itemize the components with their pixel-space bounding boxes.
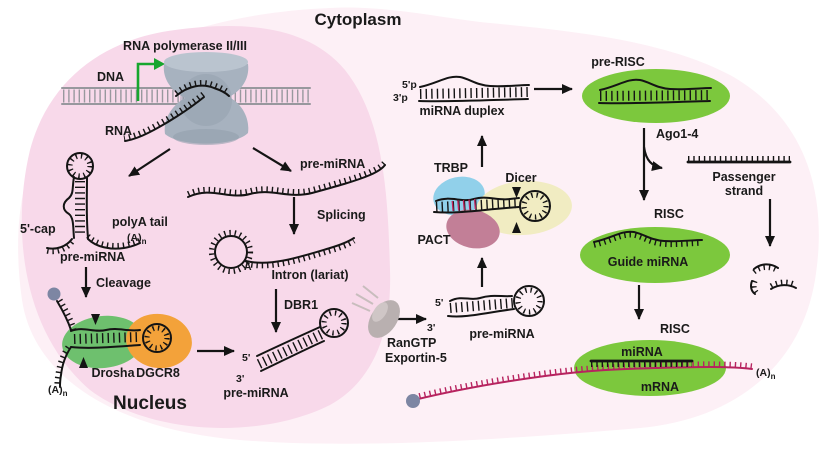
- degraded-fragments: [750, 263, 798, 297]
- hybrid-strand: [174, 80, 231, 97]
- dgcr8-label: DGCR8: [136, 366, 180, 380]
- polya-n-label: (A)n: [127, 232, 147, 246]
- pre-risc-label: pre-RISC: [591, 55, 644, 69]
- rna-label: RNA: [105, 124, 132, 138]
- mrna-polya-label: (A)n: [756, 367, 776, 381]
- ago-label: Ago1-4: [656, 127, 698, 141]
- nuclear-hairpin-three-label: 3': [236, 373, 244, 385]
- splicing-label: Splicing: [317, 208, 366, 222]
- cleavage-label: Cleavage: [96, 276, 151, 290]
- risc-upper-label: RISC: [654, 207, 684, 221]
- cytoplasmic-pre-mirna-hairpin: [447, 285, 545, 318]
- pri-mirna-hairpin: [46, 152, 142, 255]
- cyto-hairpin-five-label: 5': [435, 297, 443, 309]
- mrna-label: mRNA: [641, 380, 679, 394]
- intron-lariat: [208, 229, 356, 275]
- exportin5-capsule: [351, 285, 400, 338]
- drosha-label: Drosha: [91, 366, 135, 380]
- dicer-cut-top-icon: [512, 187, 521, 198]
- arrow-to-pri-mirna: [128, 148, 171, 177]
- nascent-rna-strand: [123, 91, 205, 142]
- passenger-strand: [686, 155, 792, 164]
- mrna-strand: [413, 361, 753, 401]
- exportin5-label: Exportin-5: [385, 351, 447, 365]
- dicer-label: Dicer: [505, 171, 536, 185]
- polya-n-label-2: (A)n: [48, 384, 68, 398]
- mirna-label: miRNA: [621, 345, 663, 359]
- pre-risc-duplex: [598, 78, 712, 105]
- passenger-label-line1: Passenger: [712, 170, 775, 184]
- duplex-three-p-label: 3'p: [393, 92, 408, 104]
- mirna-in-risc-strand: [589, 359, 694, 368]
- cytoplasm-title: Cytoplasm: [315, 10, 402, 29]
- labels: Cytoplasm RNA polymerase II/III DNA RNA …: [20, 10, 776, 414]
- transcript-strand: [186, 160, 388, 198]
- five-cap-circle-2: [47, 287, 61, 301]
- pact-label: PACT: [417, 233, 450, 247]
- pri-mirna-label: pre-miRNA: [60, 250, 125, 264]
- trbp-label: TRBP: [434, 161, 468, 175]
- branch-point-label: A: [244, 261, 252, 273]
- dna-label: DNA: [97, 70, 124, 84]
- mirna-duplex-label: miRNA duplex: [420, 104, 505, 118]
- dicer-cut-bottom-icon: [512, 222, 521, 233]
- dbr1-label: DBR1: [284, 298, 318, 312]
- guide-strand: [593, 230, 703, 248]
- pre-risc-blob: [582, 69, 730, 123]
- dgcr8-blob: [126, 313, 192, 369]
- passenger-label-line2: strand: [725, 184, 763, 198]
- nuclear-pre-mirna-hairpin: [256, 308, 349, 372]
- nuclear-pre-mirna-label: pre-miRNA: [223, 386, 288, 400]
- transcript-label: pre-miRNA: [300, 157, 365, 171]
- duplex-five-p-label: 5'p: [402, 79, 417, 91]
- five-cap-label: 5'-cap: [20, 222, 56, 236]
- passenger-eject-arrow: [642, 146, 663, 171]
- cleavage-site-bottom-icon: [79, 357, 88, 368]
- rangtp-label: RanGTP: [387, 336, 436, 350]
- intron-lariat-label: Intron (lariat): [271, 268, 348, 282]
- polya-tail-label: polyA tail: [112, 215, 168, 229]
- rna-polymerase-label: RNA polymerase II/III: [123, 39, 247, 53]
- mrna-cap-circle: [406, 394, 420, 408]
- cyto-pre-mirna-label: pre-miRNA: [469, 327, 534, 341]
- trbp-blob: [433, 176, 485, 216]
- guide-mirna-label: Guide miRNA: [608, 255, 689, 269]
- mirna-duplex-strands: [418, 75, 530, 103]
- cyto-hairpin-three-label: 3': [427, 322, 435, 334]
- microprocessor-hairpin: [47, 287, 172, 388]
- promoter-arrow-icon: [136, 58, 165, 101]
- arrow-to-transcript: [252, 147, 292, 172]
- nuclear-hairpin-five-label: 5': [242, 352, 250, 364]
- dicer-hairpin: [433, 187, 551, 233]
- risc-lower-label: RISC: [660, 322, 690, 336]
- nucleus-title: Nucleus: [113, 393, 187, 414]
- pact-blob: [446, 209, 500, 249]
- cleavage-site-top-icon: [91, 314, 100, 325]
